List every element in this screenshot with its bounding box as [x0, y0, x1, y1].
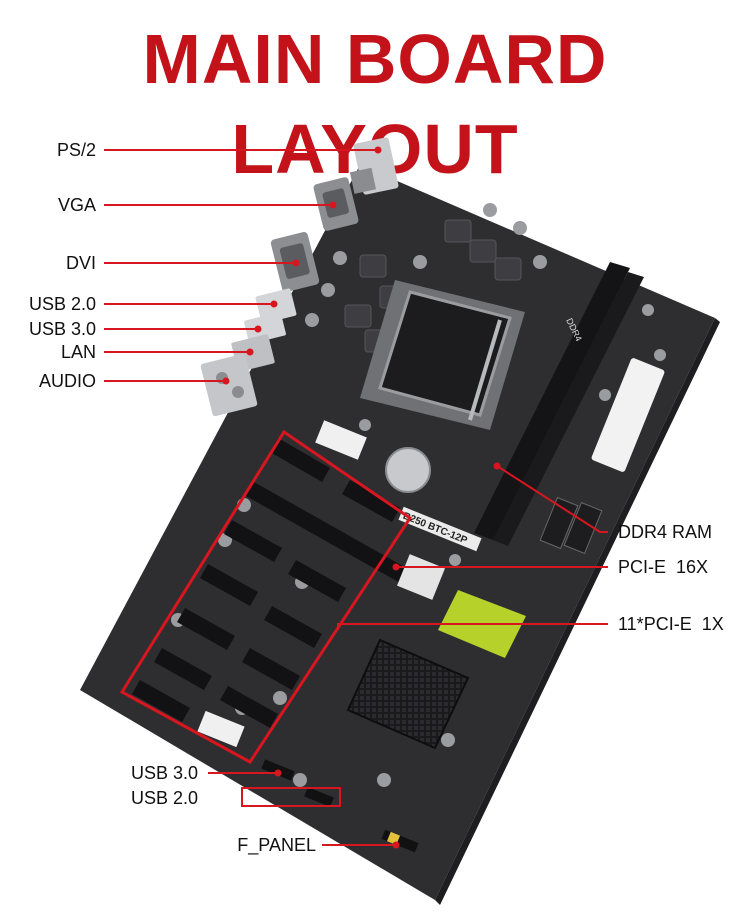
chipset-heatsink	[346, 638, 470, 750]
label-usb20-rear: USB 2.0	[28, 294, 96, 314]
label-vga: VGA	[57, 195, 96, 215]
pcb-board	[80, 165, 715, 900]
cpu-socket	[360, 280, 525, 430]
label-dvi: DVI	[65, 253, 96, 273]
label-ps2: PS/2	[56, 140, 96, 160]
audio-jacks	[200, 353, 258, 417]
callout-lines-right	[337, 462, 608, 630]
sata-ports	[539, 496, 603, 555]
label-pcie-1x: 11*PCI-E 1X	[618, 614, 724, 634]
pcb-edge	[435, 318, 720, 905]
label-usb20-header: USB 2.0	[130, 788, 198, 808]
usb20-internal-header	[304, 787, 334, 807]
pcie-group-highlight	[119, 429, 413, 764]
label-pcie-16x: PCI-E 16X	[618, 557, 709, 577]
pcie-16x-slot	[246, 482, 445, 600]
label-fpanel: F_PANEL	[237, 835, 316, 855]
cmos-battery	[385, 447, 431, 493]
callout-lines-left	[104, 146, 382, 385]
label-audio: AUDIO	[38, 371, 96, 391]
molex-connector-2	[197, 710, 245, 748]
label-ddr4-ram: DDR4 RAM	[618, 522, 713, 542]
label-usb30-rear: USB 3.0	[28, 319, 96, 339]
pcie-1x-slots	[132, 438, 400, 728]
usb30-rear-port	[244, 312, 286, 344]
label-lan: LAN	[60, 342, 96, 362]
callout-lines-bottom	[208, 769, 400, 849]
label-usb30-header: USB 3.0	[130, 763, 198, 783]
molex-connector	[315, 420, 367, 460]
rear-io	[200, 137, 399, 417]
atx-power-connector	[591, 358, 665, 472]
ddr4-slots	[474, 262, 644, 546]
